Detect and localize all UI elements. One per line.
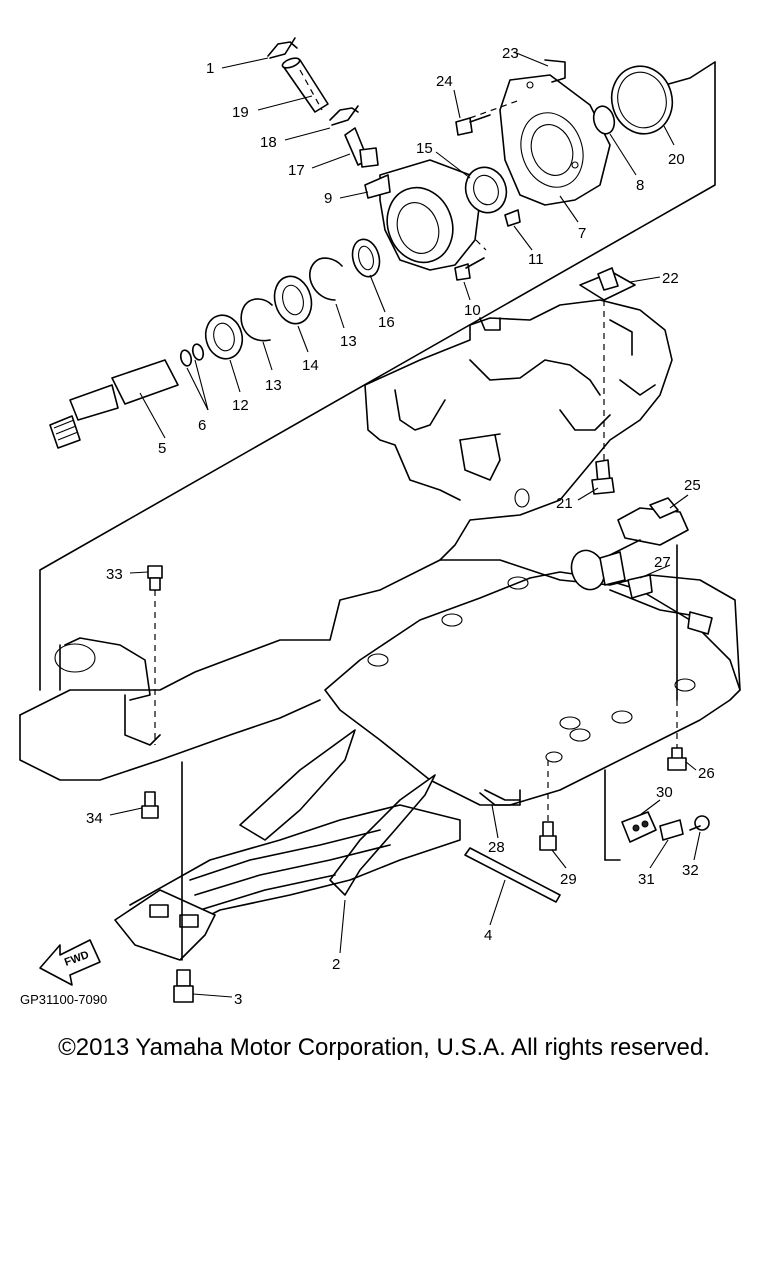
callout-11: 11	[528, 251, 544, 268]
callout-27: 27	[654, 554, 671, 571]
callout-24: 24	[436, 73, 453, 90]
callout-21: 21	[556, 495, 573, 512]
bearing-14	[273, 275, 313, 325]
seal-15	[464, 166, 508, 214]
callout-28: 28	[488, 839, 505, 856]
alignment-lines	[154, 69, 678, 861]
callout-8: 8	[636, 177, 644, 194]
callout-10: 10	[464, 302, 481, 319]
callout-5: 5	[158, 440, 166, 457]
collar-16	[351, 238, 381, 278]
callout-26: 26	[698, 765, 715, 782]
bracket-23	[544, 59, 566, 83]
ride-plate-4	[464, 847, 561, 903]
block-30	[621, 811, 657, 843]
callout-23: 23	[502, 45, 519, 62]
connector-25	[609, 497, 689, 556]
callout-16: 16	[378, 314, 395, 331]
fwd-arrow-icon: FWD	[39, 939, 101, 986]
callout-17: 17	[288, 162, 305, 179]
callout-13-left: 13	[265, 377, 282, 394]
bolt-10	[454, 257, 485, 281]
pump-housing	[364, 299, 673, 561]
plate-31	[659, 819, 684, 841]
callout-20: 20	[668, 151, 685, 168]
callout-13-right: 13	[340, 333, 357, 350]
callout-3: 3	[234, 991, 242, 1008]
bolt-3	[173, 969, 194, 1003]
callout-14: 14	[302, 357, 319, 374]
sensor-27	[570, 549, 713, 635]
ride-plate-outline	[19, 559, 741, 781]
shims-6	[179, 343, 205, 367]
bolt-29	[539, 821, 557, 851]
bolt-33	[147, 565, 163, 591]
bearing-12	[204, 314, 244, 360]
callout-33: 33	[106, 566, 123, 583]
callout-25: 25	[684, 477, 701, 494]
o-rings-8-20	[592, 65, 674, 135]
callout-1: 1	[206, 60, 214, 77]
housing-9	[364, 159, 481, 271]
copyright-notice: ©2013 Yamaha Motor Corporation, U.S.A. A…	[58, 1034, 710, 1061]
callout-30: 30	[656, 784, 673, 801]
callout-2: 2	[332, 956, 340, 973]
exploded-parts-diagram: FWD	[19, 37, 741, 1008]
grommet-22	[579, 267, 636, 301]
callout-29: 29	[560, 871, 577, 888]
callout-19: 19	[232, 104, 249, 121]
leader-lines	[109, 51, 701, 998]
callout-34: 34	[86, 810, 103, 827]
bolt-21	[591, 459, 615, 495]
bolt-24	[455, 114, 491, 136]
bolt-17	[344, 127, 379, 168]
callout-7: 7	[578, 225, 586, 242]
pump-cover	[324, 571, 741, 806]
callout-32: 32	[682, 862, 699, 879]
callout-18: 18	[260, 134, 277, 151]
intake-grate-2	[114, 729, 461, 961]
circlip-13b	[309, 257, 343, 301]
callout-9: 9	[324, 190, 332, 207]
screw-32	[689, 815, 710, 831]
bolt-34	[141, 791, 159, 819]
callout-numbers: 1 19 18 17 9 15 23 24 20 8 7 11 10 16 13…	[20, 45, 715, 1008]
pin-11	[504, 209, 521, 227]
bolt-26	[667, 747, 687, 771]
callout-6: 6	[198, 417, 206, 434]
callout-15: 15	[416, 140, 433, 157]
cover-plate-7	[499, 74, 611, 206]
hose-and-clamps	[267, 37, 359, 126]
callout-4: 4	[484, 927, 492, 944]
circlip-13a	[240, 298, 273, 342]
diagram-code: GP31100-7090	[20, 992, 107, 1007]
callout-12: 12	[232, 397, 249, 414]
callout-22: 22	[662, 270, 679, 287]
shaft-5	[49, 359, 179, 449]
callout-31: 31	[638, 871, 655, 888]
